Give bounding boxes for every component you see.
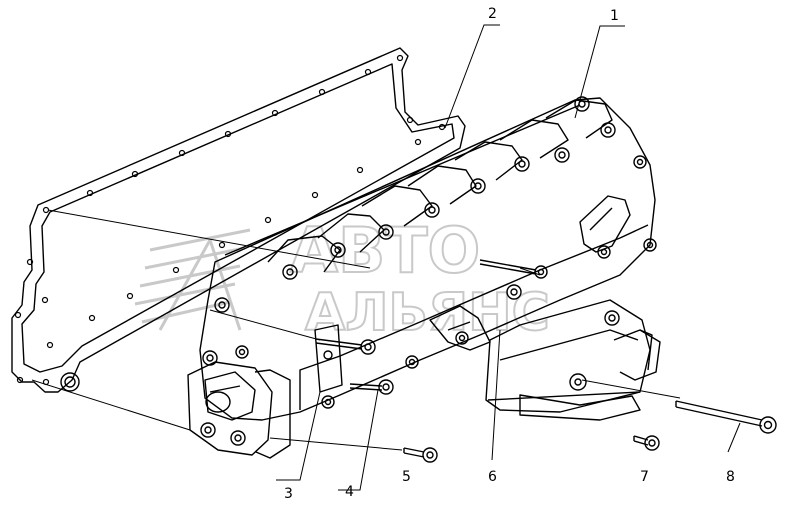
bolt-center-right [479, 259, 548, 279]
callout-5: 5 [402, 469, 411, 485]
callout-1: 1 [610, 8, 619, 24]
callout-6: 6 [488, 469, 497, 485]
callout-4: 4 [345, 484, 354, 500]
part-5-bolt [403, 447, 438, 463]
watermark-logo-icon [134, 228, 251, 331]
bolts [315, 259, 777, 463]
callout-3: 3 [284, 486, 293, 502]
callout-labels: 1 2 3 4 5 6 7 8 [284, 6, 735, 502]
part-2-gasket [11, 47, 466, 393]
leader-lines [31, 24, 741, 491]
part-7-bolt [633, 435, 660, 451]
part-8-bolt [675, 400, 777, 434]
bolt-upper-left [315, 338, 376, 355]
watermark-line2: АЛЬЯНС [305, 283, 550, 343]
watermark: АВТО АЛЬЯНС [134, 213, 551, 344]
part-4-bolt [349, 379, 394, 395]
callout-8: 8 [726, 469, 735, 485]
callout-7: 7 [640, 469, 649, 485]
callout-2: 2 [488, 6, 497, 22]
part-1-manifold [187, 96, 661, 459]
